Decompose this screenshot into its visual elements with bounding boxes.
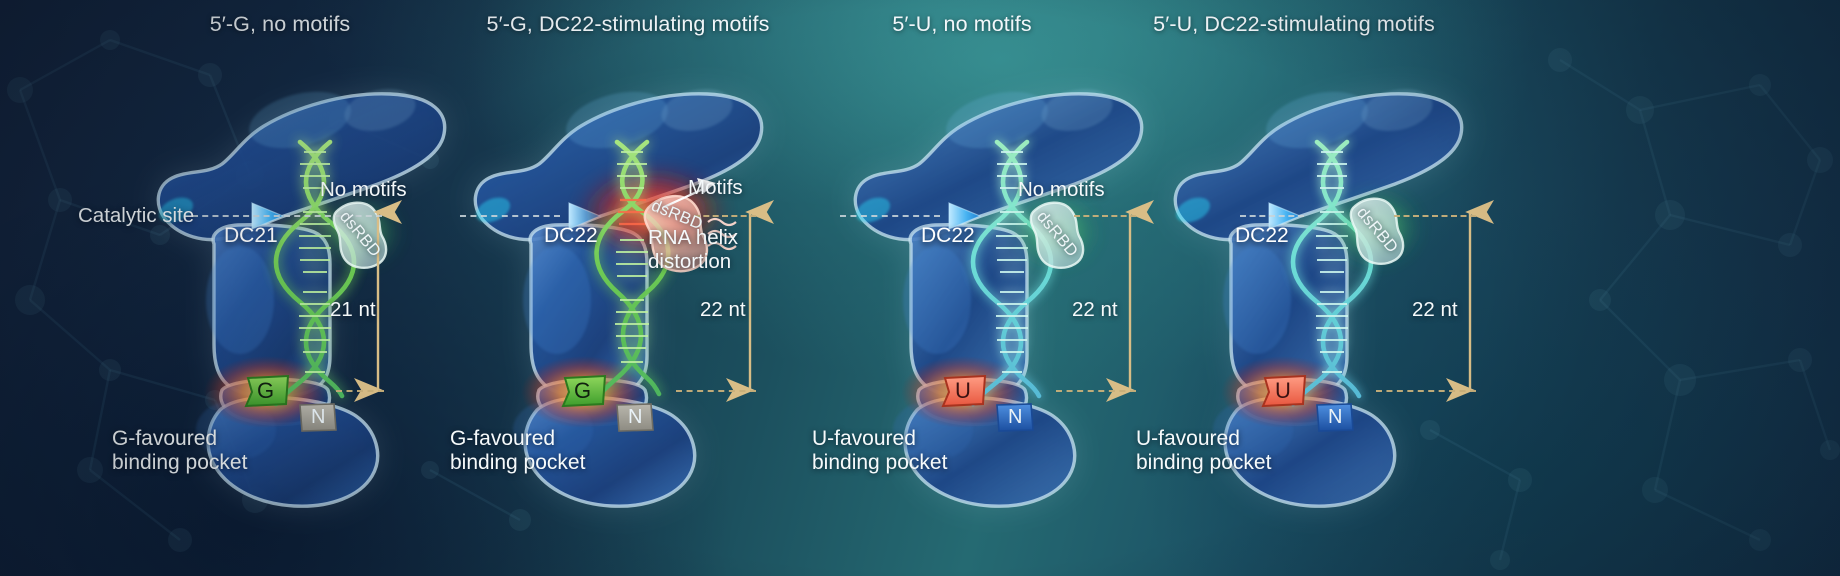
n-letter-2: N	[628, 406, 643, 428]
dc-label-1: DC21	[224, 224, 278, 247]
distortion-label-line2: distortion	[648, 250, 732, 273]
n-letter-4: N	[1328, 406, 1343, 428]
pocket-label-4-line1: U-favoured	[1136, 427, 1240, 450]
panel-3-artwork	[853, 89, 1144, 508]
catalytic-dashline-3a	[840, 215, 940, 217]
pocket-label-2-line1: G-favoured	[450, 427, 556, 450]
catalytic-dashline-4a	[1240, 215, 1304, 217]
panel-4-artwork	[1173, 89, 1464, 508]
motif-label-2: Motifs	[688, 176, 743, 199]
panel-title-2: 5′-G, DC22-stimulating motifs	[486, 12, 770, 36]
n-letter-3: N	[1008, 406, 1023, 428]
pocket-label-2-line2: binding pocket	[450, 451, 586, 474]
nt-label-1: 21 nt	[330, 298, 376, 321]
catalytic-dashline-1	[192, 215, 382, 217]
base-letter-1: G	[257, 378, 275, 403]
panel-title-1: 5′-G, no motifs	[209, 12, 351, 36]
panel-title-3: 5′-U, no motifs	[892, 12, 1032, 36]
panel-title-4: 5′-U, DC22-stimulating motifs	[1153, 12, 1435, 36]
motifs-pointer-arrow	[663, 178, 716, 208]
catalytic-dashline-2b	[694, 215, 756, 217]
n-letter-1: N	[311, 406, 326, 428]
motif-label-3: No motifs	[1018, 178, 1105, 201]
base-letter-3: U	[955, 378, 971, 403]
pocket-label-4-line2: binding pocket	[1136, 451, 1272, 474]
nt-label-2: 22 nt	[700, 298, 746, 321]
catalytic-dashline-2a	[460, 215, 560, 217]
cut-dashline-2	[676, 390, 756, 392]
base-letter-4: U	[1275, 378, 1291, 403]
pocket-label-1-line1: G-favoured	[112, 427, 218, 450]
dc-label-3: DC22	[921, 224, 975, 247]
pocket-label-1-line2: binding pocket	[112, 451, 248, 474]
dc-label-2: DC22	[544, 224, 598, 247]
nt-label-3: 22 nt	[1072, 298, 1118, 321]
nt-measure-arrows	[354, 200, 1494, 402]
cut-dashline-4	[1376, 390, 1476, 392]
distortion-label-line1: RNA helix	[648, 226, 739, 249]
catalytic-dashline-4b	[1394, 215, 1476, 217]
pocket-label-3-line2: binding pocket	[812, 451, 948, 474]
pocket-label-3-line1: U-favoured	[812, 427, 916, 450]
cut-dashline-1	[336, 390, 384, 392]
catalytic-dashline-3b	[1074, 215, 1136, 217]
catalytic-site-label: Catalytic site	[78, 204, 195, 227]
nt-label-4: 22 nt	[1412, 298, 1458, 321]
cut-dashline-3	[1056, 390, 1136, 392]
dc-label-4: DC22	[1235, 224, 1289, 247]
motif-label-1: No motifs	[320, 178, 407, 201]
base-letter-2: G	[574, 378, 592, 403]
